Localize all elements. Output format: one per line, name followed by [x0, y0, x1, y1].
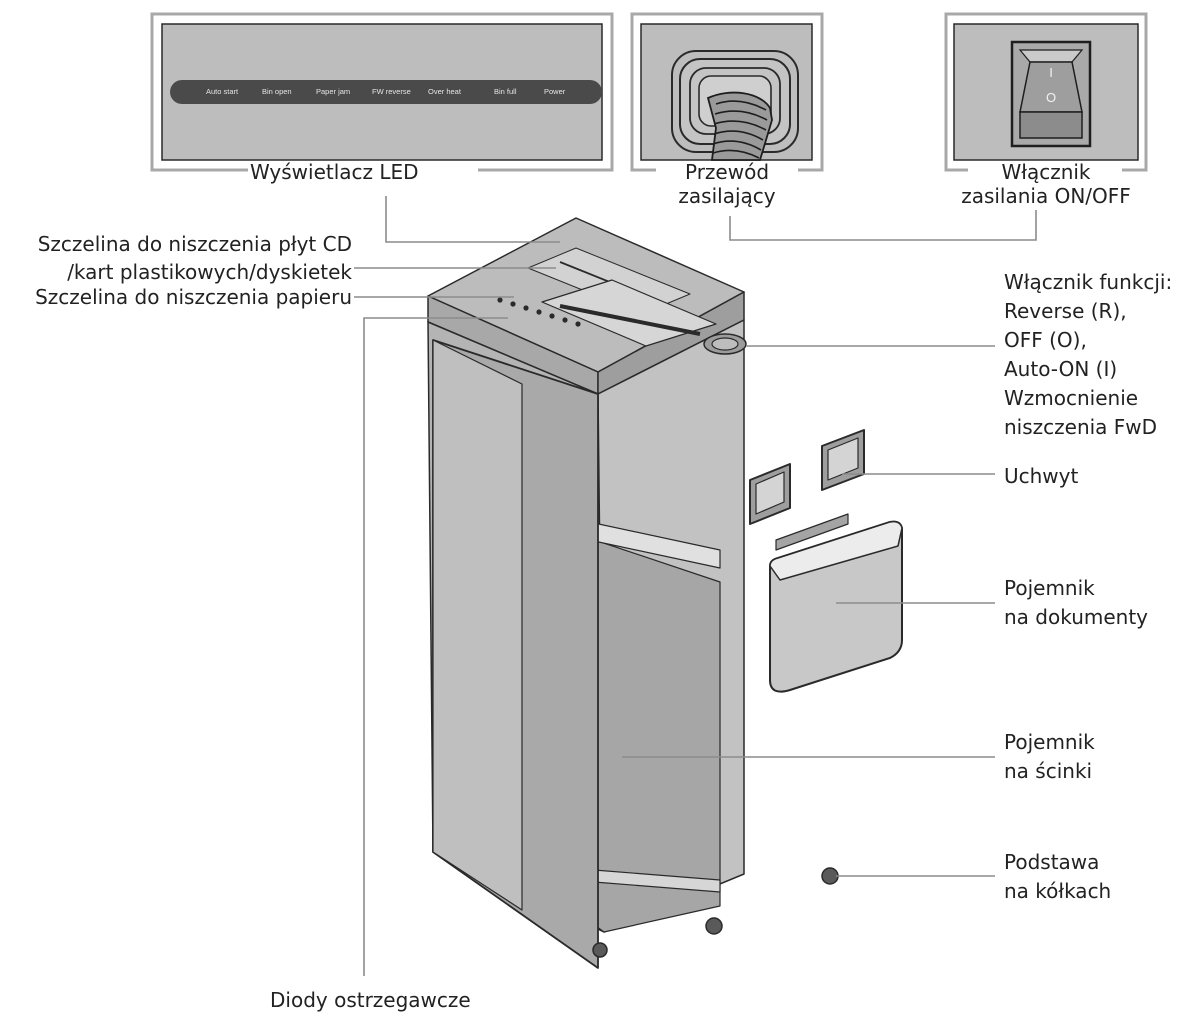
led-label-bin-full: Bin full — [494, 87, 517, 96]
svg-text:O: O — [1046, 90, 1056, 105]
label-function-switch: Włącznik funkcji: Reverse (R), OFF (O), … — [1004, 270, 1173, 439]
led-label-bin-open: Bin open — [262, 87, 292, 96]
svg-text:I: I — [1049, 65, 1053, 80]
label-power-cord: Przewód zasilający — [678, 160, 776, 208]
led-label-power: Power — [544, 87, 566, 96]
leader-lines — [354, 196, 1037, 976]
label-paper-slot: Szczelina do niszczenia papieru — [35, 285, 352, 309]
function-switch-knob — [703, 333, 747, 355]
handle-left — [749, 463, 791, 525]
label-warning-leds: Diody ostrzegawcze — [270, 988, 471, 1012]
label-caster-base: Podstawa na kółkach — [1004, 850, 1112, 903]
led-label-paper-jam: Paper jam — [316, 87, 351, 96]
document-basket — [769, 513, 903, 693]
power-cord-cable — [706, 91, 773, 161]
power-switch-inset: I O — [944, 12, 1148, 172]
label-document-basket: Pojemnik na dokumenty — [1004, 576, 1149, 629]
switch-rocker-icon: I O — [1046, 65, 1056, 105]
shredder-cabinet — [427, 217, 903, 969]
caster-wheels — [592, 867, 839, 958]
label-handle: Uchwyt — [1004, 464, 1079, 488]
led-strip — [170, 80, 602, 104]
handle-right — [821, 429, 865, 491]
label-power-switch: Włącznik zasilania ON/OFF — [961, 160, 1131, 208]
label-cd-slot: Szczelina do niszczenia płyt CD /kart pl… — [37, 232, 352, 284]
led-label-auto-start: Auto start — [206, 87, 239, 96]
label-waste-bin: Pojemnik na ścinki — [1004, 730, 1095, 783]
warning-leds — [497, 297, 581, 327]
power-cord-inset — [630, 12, 824, 172]
led-label-fw-reverse: FW reverse — [372, 87, 411, 96]
label-led-display: Wyświetlacz LED — [250, 160, 419, 184]
led-display-inset — [150, 12, 614, 172]
led-label-over-heat: Over heat — [428, 87, 461, 96]
